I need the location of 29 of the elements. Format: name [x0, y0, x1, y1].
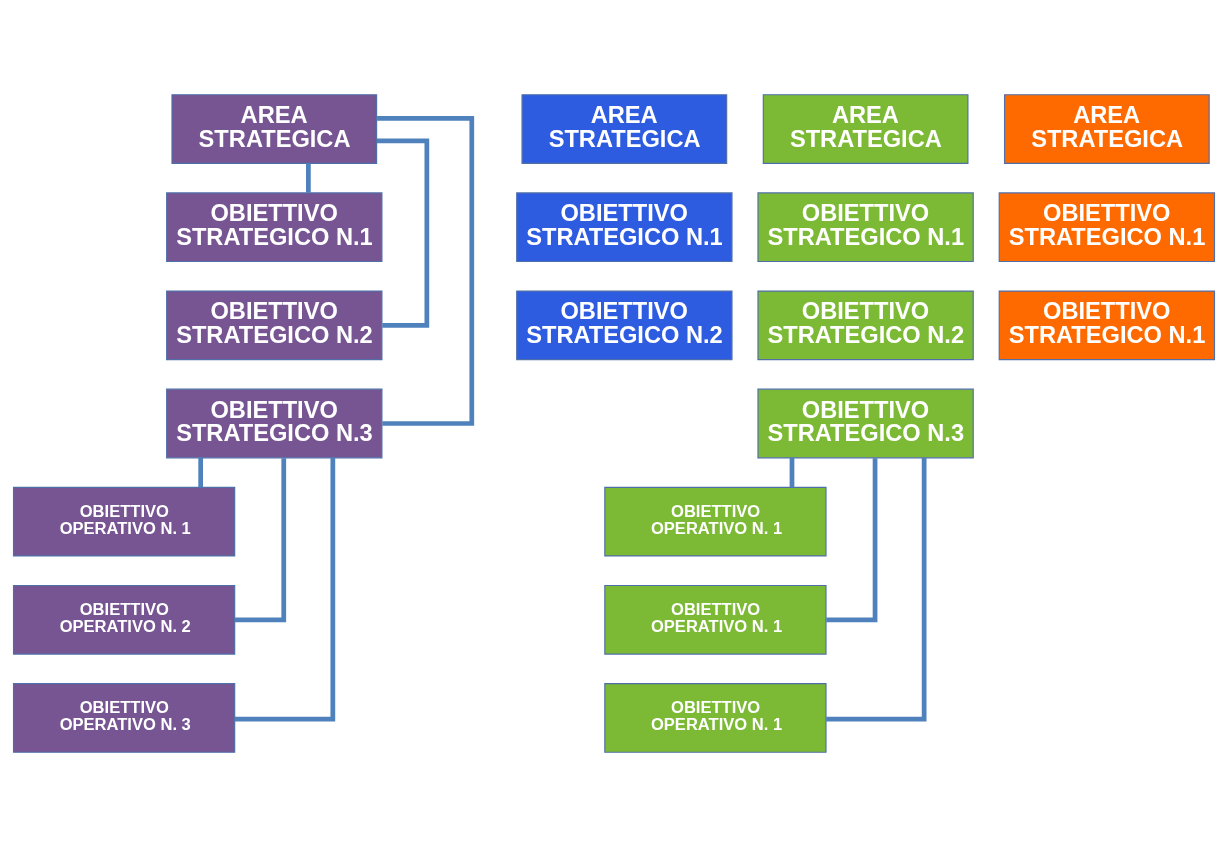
connector: [789, 457, 795, 488]
node-box: AREA STRATEGICA: [1003, 94, 1210, 164]
node-box: OBIETTIVO STRATEGICO N.2: [516, 290, 733, 361]
node-box: AREA STRATEGICA: [171, 94, 378, 164]
node-box: OBIETTIVO STRATEGICO N.3: [757, 388, 974, 459]
connector: [306, 163, 311, 193]
node-box: OBIETTIVO STRATEGICO N.1: [998, 290, 1216, 361]
connector: [826, 458, 878, 623]
node-box: OBIETTIVO STRATEGICO N.1: [757, 192, 974, 263]
connector: [198, 457, 204, 488]
node-box: OBIETTIVO OPERATIVO N. 1: [604, 683, 827, 753]
node-box: OBIETTIVO OPERATIVO N. 1: [604, 486, 827, 557]
node-box: OBIETTIVO OPERATIVO N. 1: [604, 584, 827, 655]
node-box: OBIETTIVO STRATEGICO N.2: [757, 290, 974, 361]
node-box: OBIETTIVO STRATEGICO N.1: [998, 192, 1216, 263]
connector: [234, 458, 336, 722]
node-box: OBIETTIVO STRATEGICO N.1: [516, 192, 733, 263]
node-box: OBIETTIVO STRATEGICO N.1: [166, 192, 383, 263]
node-box: OBIETTIVO STRATEGICO N.3: [166, 388, 383, 459]
node-box: AREA STRATEGICA: [762, 94, 969, 164]
connector: [376, 138, 430, 328]
node-box: OBIETTIVO OPERATIVO N. 1: [12, 486, 236, 557]
node-box: OBIETTIVO STRATEGICO N.2: [166, 290, 383, 361]
connector: [377, 116, 475, 426]
connector: [235, 458, 287, 623]
node-box: OBIETTIVO OPERATIVO N. 2: [12, 584, 236, 655]
node-box: AREA STRATEGICA: [521, 94, 728, 164]
node-box: OBIETTIVO OPERATIVO N. 3: [12, 683, 236, 753]
connector: [826, 458, 927, 722]
